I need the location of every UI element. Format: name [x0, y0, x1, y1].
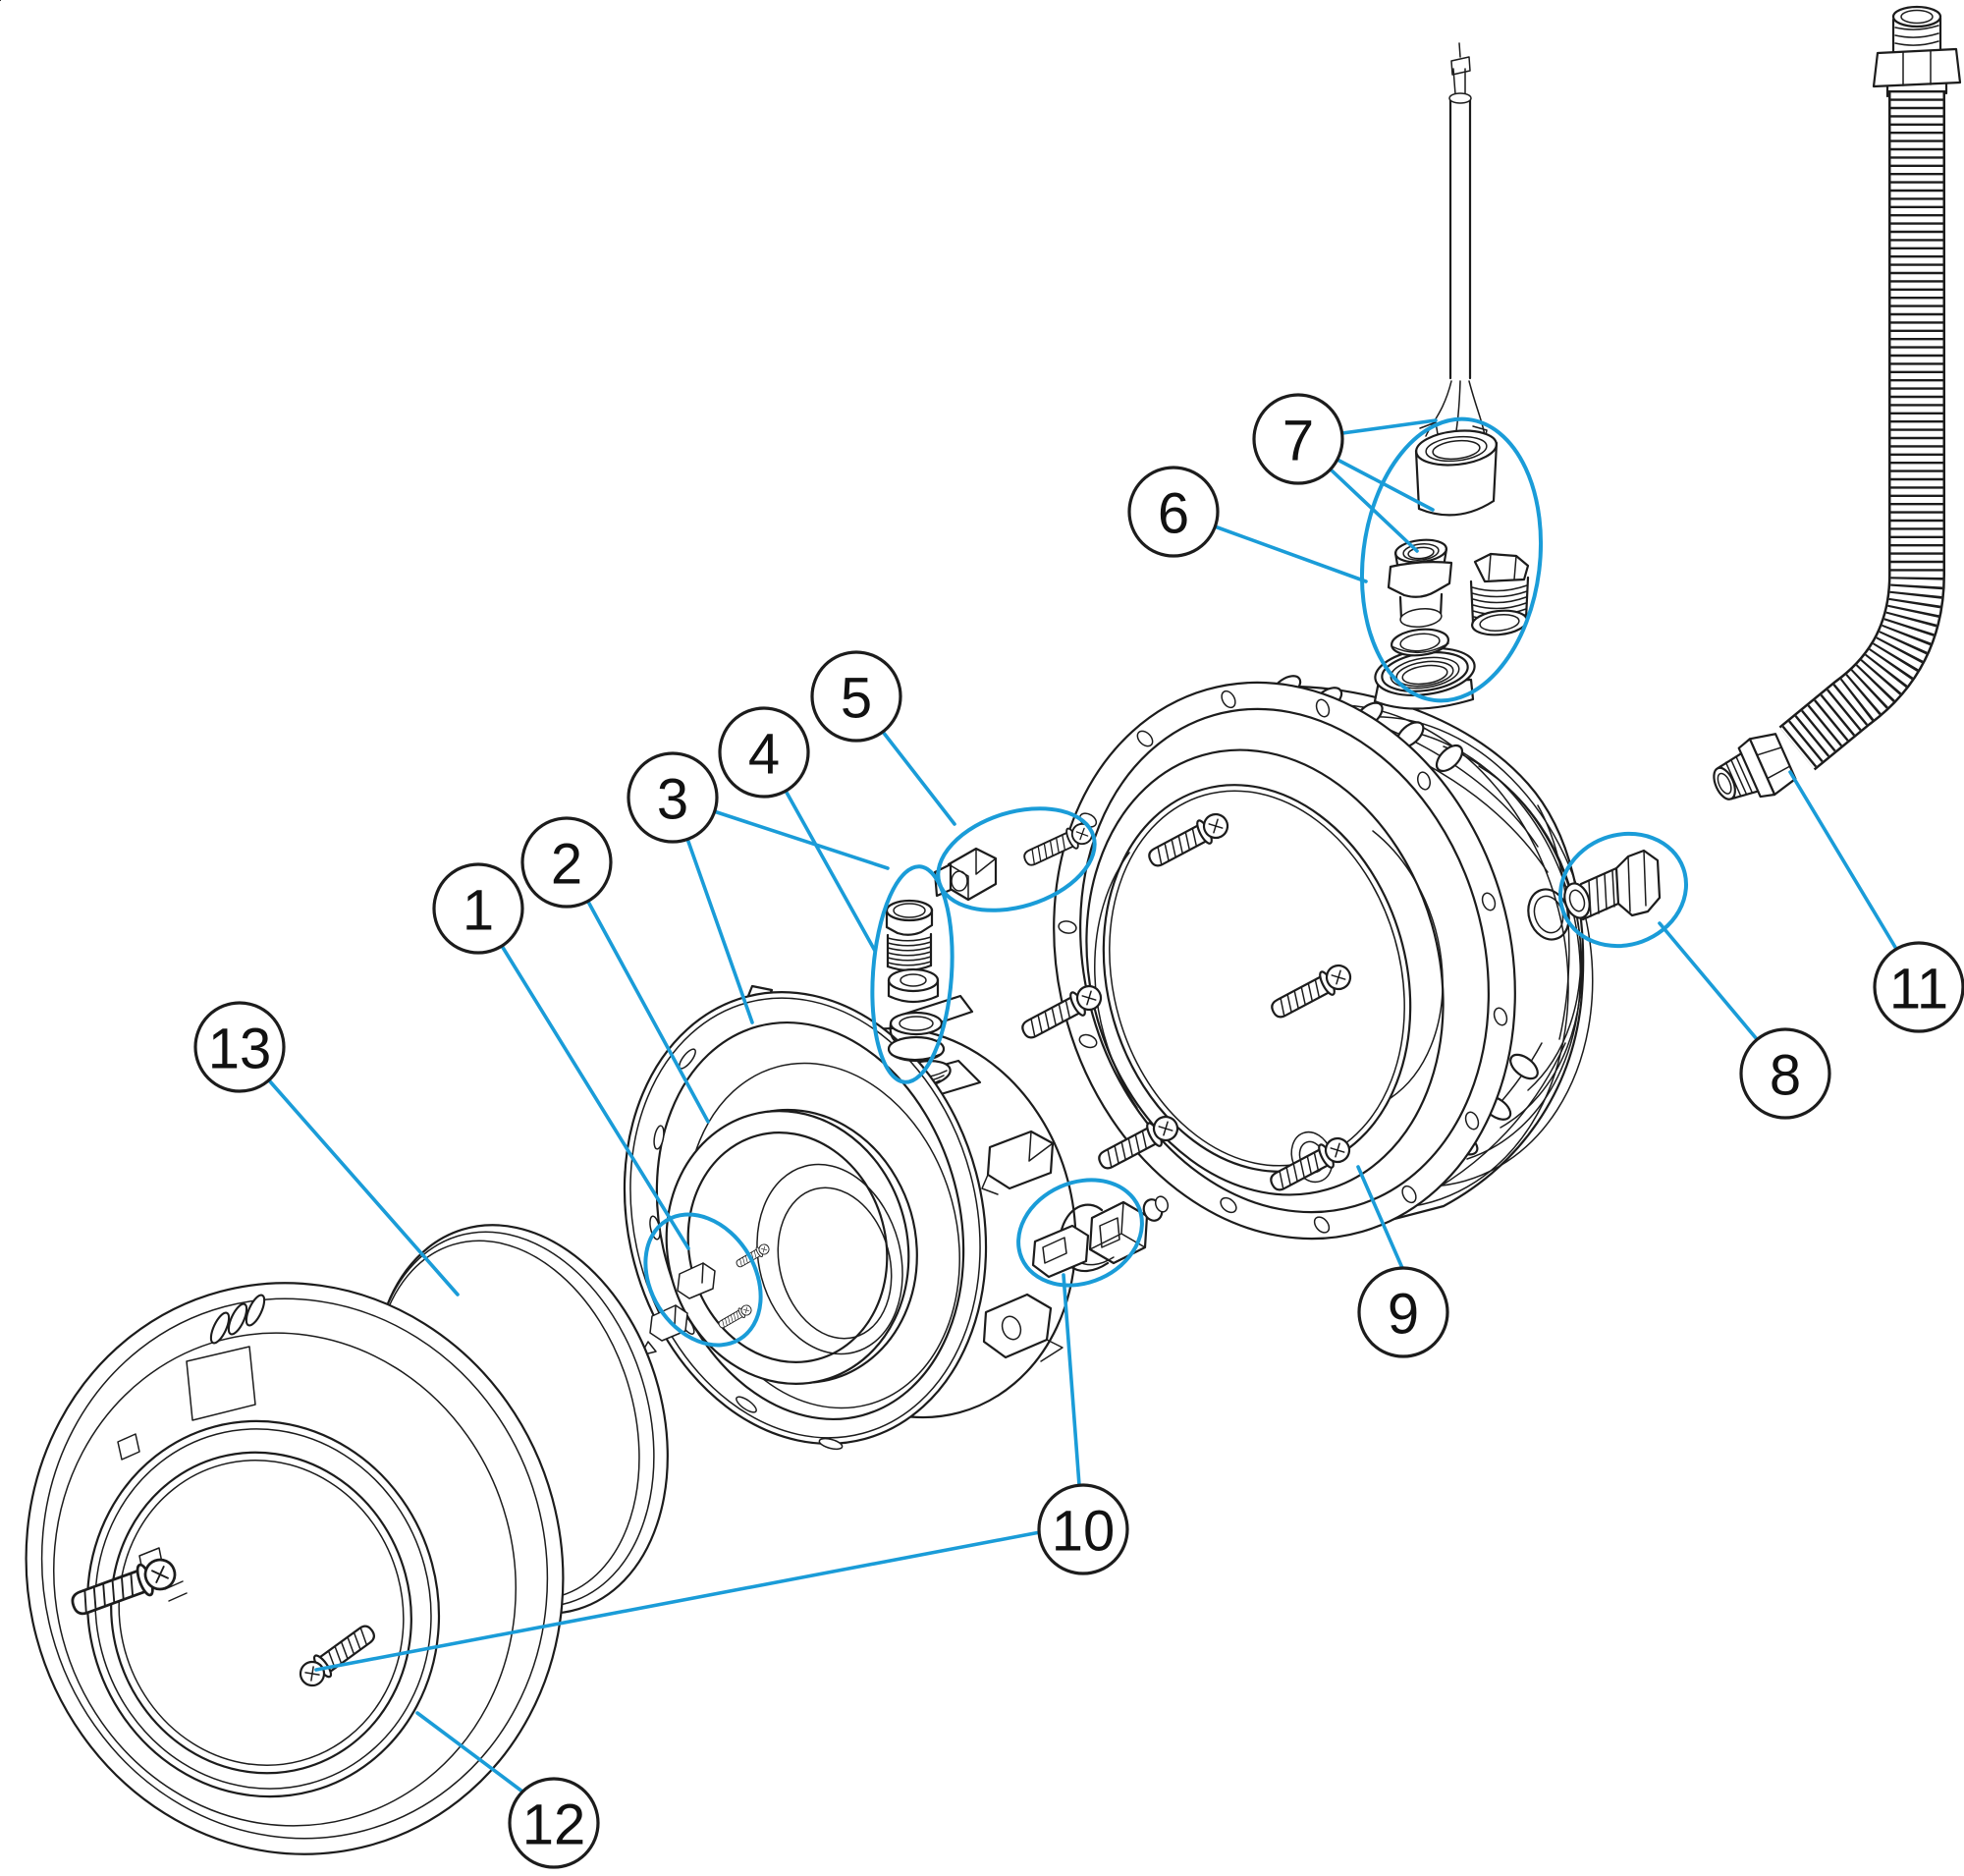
callout-number-6: 6: [1158, 482, 1189, 546]
highlight-ellipse-lampholder-glands-group: [1359, 416, 1544, 703]
highlight-ellipse-gland-stack-group: [870, 864, 955, 1084]
callout-number-8: 8: [1770, 1044, 1801, 1108]
leader-line-3-1: [712, 809, 890, 870]
callout-number-11: 11: [1889, 958, 1948, 1021]
leader-line-4-0: [784, 789, 877, 953]
bezel-label-plate: [186, 1346, 256, 1421]
side-gland: [1527, 849, 1662, 941]
callout-number-3: 3: [657, 768, 688, 832]
callout-10: 10: [1037, 1483, 1129, 1575]
callout-12: 12: [508, 1777, 600, 1869]
callout-number-12: 12: [522, 1793, 586, 1857]
callout-circle-3: [627, 751, 719, 844]
conduit-top-fitting: [1872, 5, 1962, 98]
callout-13: 13: [193, 1001, 286, 1093]
leader-line-5-0: [881, 730, 956, 826]
callout-circle-9: [1357, 1266, 1449, 1358]
leader-line-7-2: [1329, 468, 1419, 553]
callout-circle-10: [1037, 1483, 1129, 1575]
callout-number-10: 10: [1052, 1500, 1116, 1564]
leader-line-9-0: [1356, 1165, 1404, 1270]
callout-number-9: 9: [1388, 1283, 1419, 1347]
callout-circle-4: [718, 706, 810, 799]
callout-circle-2: [520, 816, 613, 909]
leader-line-10-1: [314, 1530, 1042, 1672]
leader-line-10-0: [1062, 1273, 1081, 1487]
highlight-ellipses-layer: [643, 416, 1689, 1348]
callout-circle-8: [1739, 1027, 1831, 1120]
niche-flange-holes: [1058, 690, 1508, 1234]
leader-line-7-0: [1340, 418, 1438, 435]
highlight-ellipse-contacts-group: [643, 1212, 763, 1348]
bezel-face-ring: [25, 1282, 565, 1855]
cable-clip: [1031, 1195, 1170, 1279]
callout-number-4: 4: [748, 723, 780, 787]
callout-7: 7: [1252, 393, 1344, 485]
highlight-ellipse-side-gland-group: [1557, 831, 1689, 949]
callout-6: 6: [1127, 466, 1220, 558]
leader-line-12-0: [415, 1711, 524, 1793]
leader-line-7-1: [1336, 458, 1435, 512]
leader-line-6-0: [1213, 524, 1368, 583]
callout-4: 4: [718, 706, 810, 799]
callout-circle-5: [810, 650, 902, 743]
callout-2: 2: [520, 816, 613, 909]
leader-line-2-0: [586, 900, 710, 1124]
callout-number-1: 1: [463, 879, 494, 943]
niche-front-flange: [1053, 681, 1516, 1241]
callout-circle-6: [1127, 466, 1220, 558]
callout-number-7: 7: [1282, 410, 1314, 473]
callout-3: 3: [627, 751, 719, 844]
leader-line-11-0: [1788, 770, 1898, 951]
lampholder-and-cable: [1387, 42, 1530, 657]
callout-number-5: 5: [841, 667, 872, 731]
leader-line-13-0: [267, 1078, 460, 1297]
callout-11: 11: [1873, 941, 1964, 1033]
callout-number-2: 2: [551, 833, 582, 897]
gasket-oring: [0, 0, 918, 1385]
callout-circle-7: [1252, 393, 1344, 485]
gland-stack: [885, 899, 946, 1063]
leader-lines-layer: [267, 418, 1898, 1793]
conduit-end-fitting: [1713, 733, 1797, 800]
callout-circle-13: [193, 1001, 286, 1093]
leader-line-1-0: [500, 944, 690, 1250]
callout-circle-11: [1873, 941, 1964, 1033]
callout-9: 9: [1357, 1266, 1449, 1358]
leader-line-8-0: [1658, 921, 1759, 1041]
highlight-ellipse-clip-screw-group: [936, 806, 1097, 912]
callout-number-13: 13: [208, 1018, 272, 1081]
conduit-hose: [1713, 5, 1962, 800]
lamp-body: [0, 0, 1077, 1453]
callout-circle-1: [432, 862, 524, 955]
callout-1: 1: [432, 862, 524, 955]
highlight-ellipse-cable-clip-group: [1016, 1178, 1144, 1288]
callout-circle-12: [508, 1777, 600, 1869]
niche-body: [1053, 647, 1594, 1241]
callout-8: 8: [1739, 1027, 1831, 1120]
leader-line-3-0: [685, 837, 754, 1024]
callout-5: 5: [810, 650, 902, 743]
